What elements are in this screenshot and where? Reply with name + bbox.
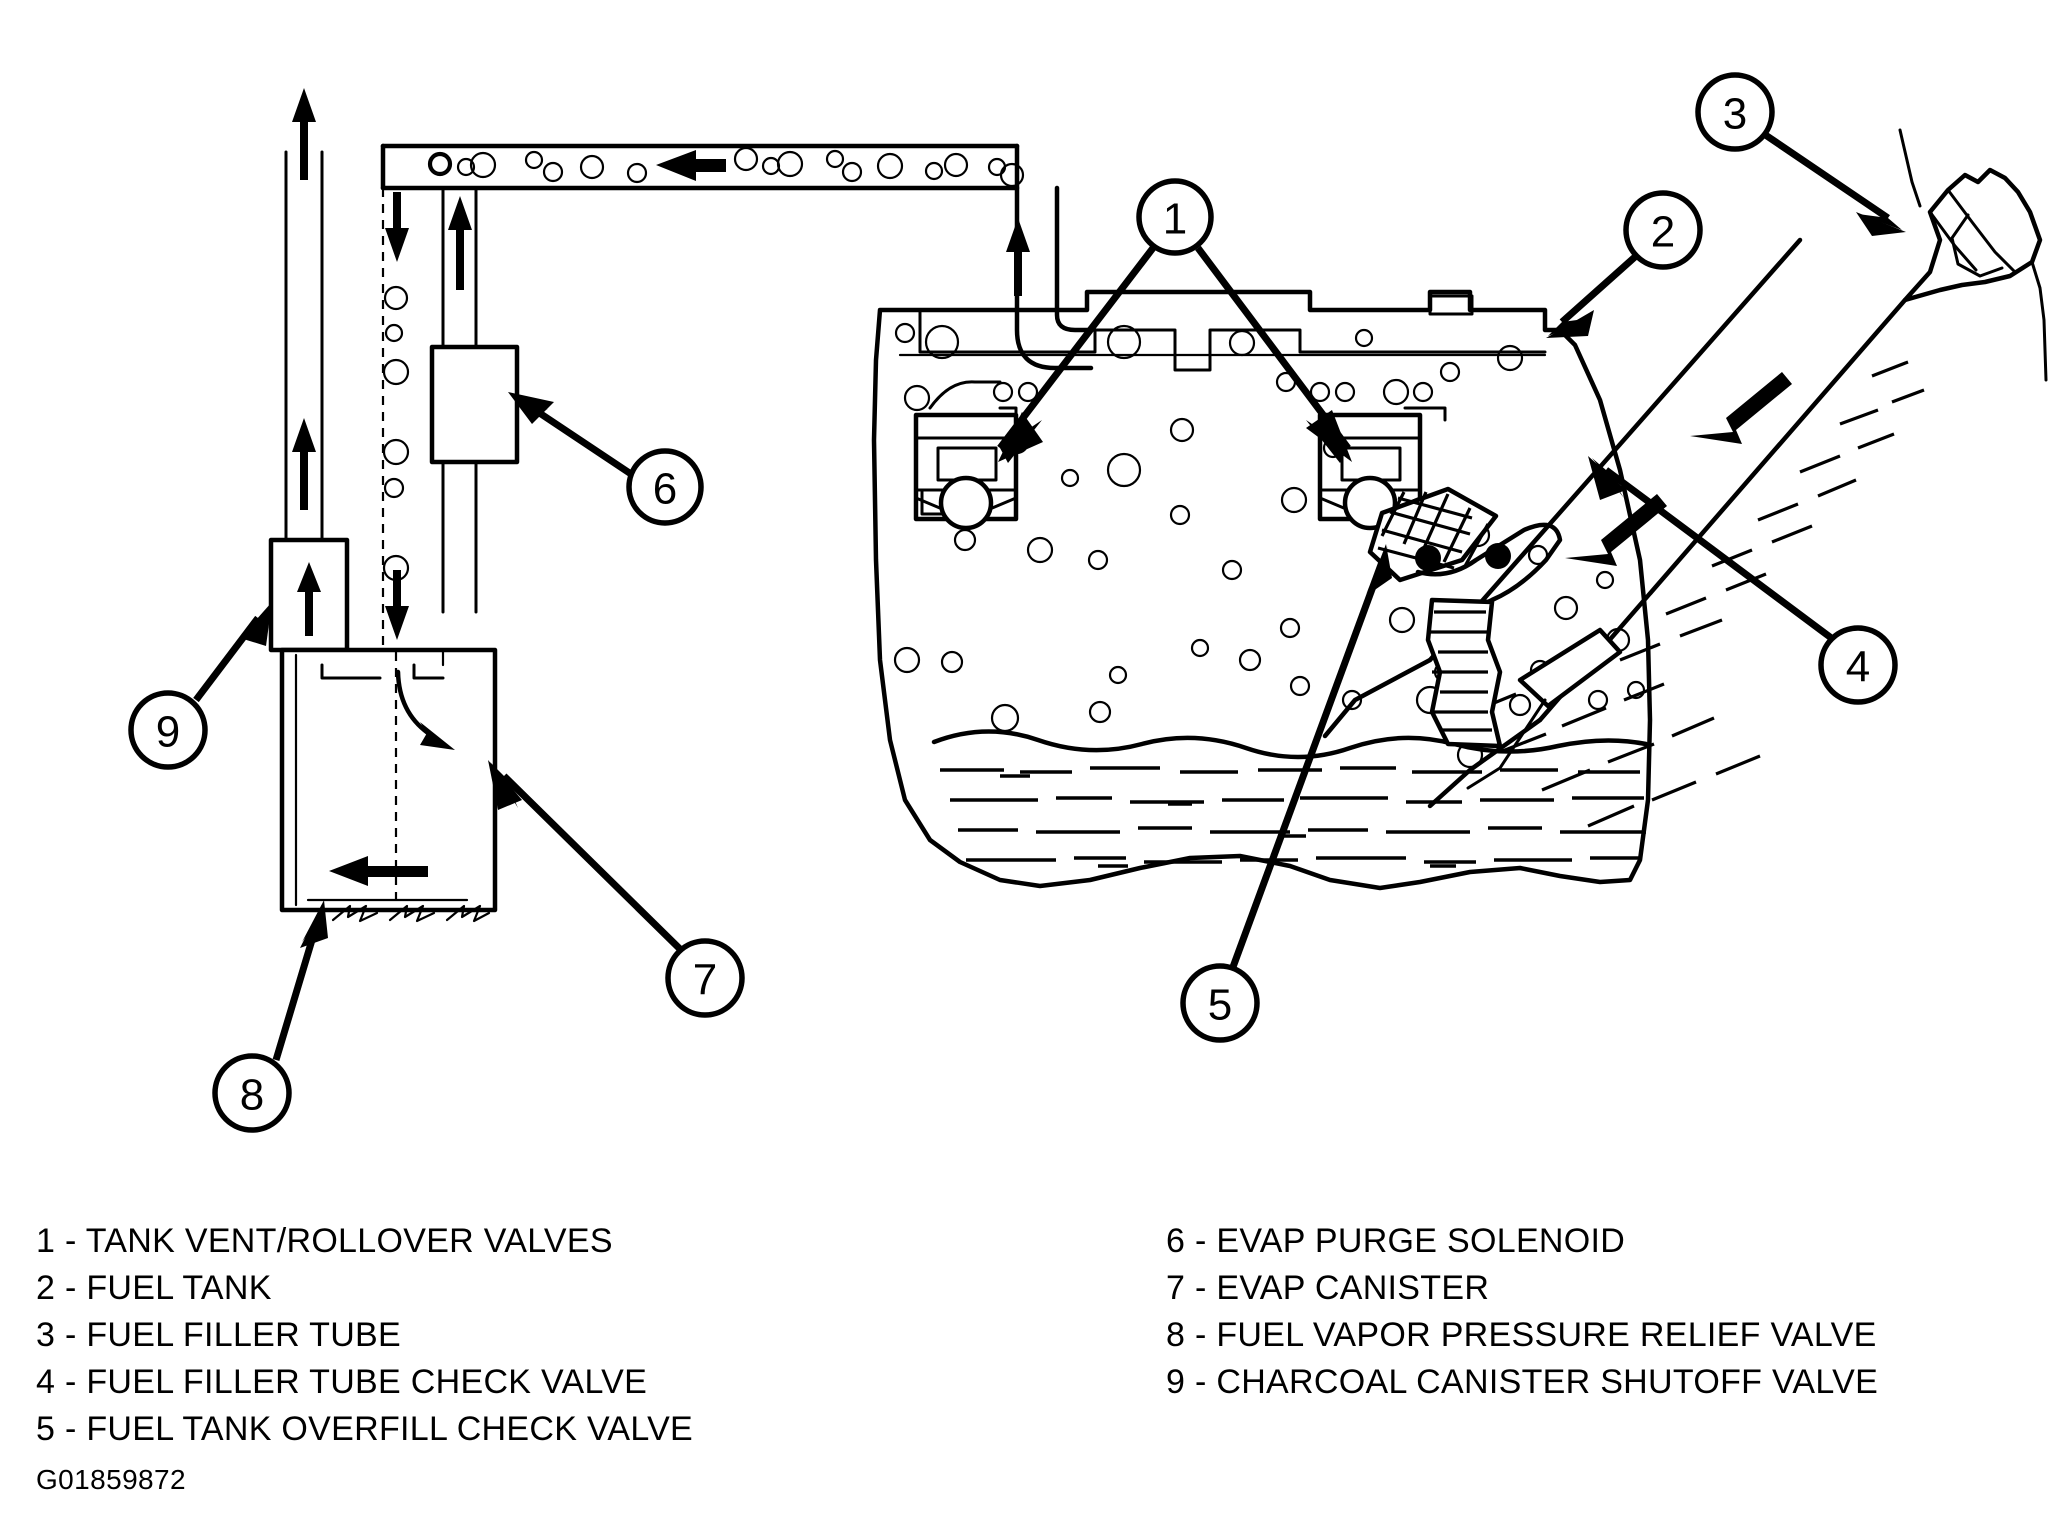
callout-number: 7 xyxy=(693,956,717,1005)
legend-separator: - xyxy=(64,1410,87,1448)
legend-label: FUEL TANK xyxy=(86,1269,272,1307)
callout-bubbles: 1 2 3 4 5 6 7 8 xyxy=(128,72,1898,1133)
callout-bubble-9[interactable]: 9 xyxy=(128,690,208,770)
callout-bubble-2[interactable]: 2 xyxy=(1623,190,1703,270)
callout-bubble-4[interactable]: 4 xyxy=(1818,625,1898,705)
legend-label: EVAP PURGE SOLENOID xyxy=(1216,1222,1626,1260)
legend-separator: - xyxy=(64,1269,87,1307)
evap-purge-solenoid xyxy=(429,344,520,465)
legend-item: 9 - CHARCOAL CANISTER SHUTOFF VALVE xyxy=(1166,1359,1878,1406)
callout-number: 1 xyxy=(1163,195,1187,244)
callout-bubble-8[interactable]: 8 xyxy=(212,1053,292,1133)
flow-arrow-down-filler-2 xyxy=(1565,494,1667,566)
legend-number: 3 xyxy=(36,1316,56,1354)
purge-line xyxy=(441,188,478,614)
leader-arrowheads xyxy=(240,212,1906,948)
vapor-line-top xyxy=(380,143,1025,191)
charcoal-canister-shutoff-valve xyxy=(268,537,350,653)
flow-arrow-up xyxy=(292,88,316,180)
legend-item: 4 - FUEL FILLER TUBE CHECK VALVE xyxy=(36,1359,693,1406)
tank-vapor-drop-line xyxy=(1006,143,1094,371)
callout-number: 5 xyxy=(1208,981,1232,1030)
callout-number: 3 xyxy=(1723,90,1747,139)
legend-number: 9 xyxy=(1166,1363,1186,1401)
flow-arrow-up xyxy=(292,418,316,510)
evap-canister xyxy=(279,647,498,923)
legend-number: 7 xyxy=(1166,1269,1186,1307)
fuel-vapor-pressure-relief-valve xyxy=(306,898,491,923)
vapor-bubbles-top xyxy=(427,146,1025,188)
evap-canister-assembly xyxy=(268,88,1025,923)
filler-tube-fuel-hatch xyxy=(1471,360,1925,828)
legend-right-column: 6 - EVAP PURGE SOLENOID 7 - EVAP CANISTE… xyxy=(1166,1218,1878,1406)
flow-arrow-up xyxy=(297,562,321,636)
callout-bubble-7[interactable]: 7 xyxy=(665,938,745,1018)
legend-separator: - xyxy=(64,1363,87,1401)
legend-label: FUEL VAPOR PRESSURE RELIEF VALVE xyxy=(1216,1316,1877,1354)
fuel-tank xyxy=(871,289,1653,891)
callout-number: 8 xyxy=(240,1071,264,1120)
legend-label: FUEL TANK OVERFILL CHECK VALVE xyxy=(86,1410,694,1448)
callout-bubble-6[interactable]: 6 xyxy=(626,448,704,526)
legend-left-column: 1 - TANK VENT/ROLLOVER VALVES 2 - FUEL T… xyxy=(36,1218,693,1453)
legend-item: 8 - FUEL VAPOR PRESSURE RELIEF VALVE xyxy=(1166,1312,1878,1359)
legend-label: FUEL FILLER TUBE xyxy=(86,1316,402,1354)
tank-vent-rollover-valve-left xyxy=(913,380,1039,531)
legend-item: 1 - TANK VENT/ROLLOVER VALVES xyxy=(36,1218,693,1265)
legend-separator: - xyxy=(64,1222,86,1260)
flow-arrow-down xyxy=(385,570,409,640)
legend-item: 5 - FUEL TANK OVERFILL CHECK VALVE xyxy=(36,1406,693,1453)
fuel-filler-tube-check-valve xyxy=(1466,627,1623,790)
legend-separator: - xyxy=(1194,1316,1217,1354)
callout-number: 2 xyxy=(1651,208,1675,257)
callout-number: 4 xyxy=(1846,643,1870,692)
legend-number: 4 xyxy=(36,1363,56,1401)
legend-number: 2 xyxy=(36,1269,56,1307)
callout-bubble-5[interactable]: 5 xyxy=(1180,963,1260,1043)
legend-item: 3 - FUEL FILLER TUBE xyxy=(36,1312,693,1359)
legend-number: 1 xyxy=(36,1222,56,1260)
flow-arrow-left xyxy=(656,150,726,181)
callout-bubble-3[interactable]: 3 xyxy=(1695,72,1775,152)
callout-number: 6 xyxy=(653,465,677,514)
legend-label: TANK VENT/ROLLOVER VALVES xyxy=(85,1222,613,1260)
fuel-tank-assembly xyxy=(871,128,2048,891)
legend-number: 8 xyxy=(1166,1316,1186,1354)
legend-label: CHARCOAL CANISTER SHUTOFF VALVE xyxy=(1216,1363,1879,1401)
callout-bubble-1[interactable]: 1 xyxy=(1136,178,1214,256)
flow-arrow-down-filler xyxy=(1690,372,1792,444)
legend-separator: - xyxy=(1194,1269,1217,1307)
legend-label: FUEL FILLER TUBE CHECK VALVE xyxy=(86,1363,648,1401)
flow-arrow-up xyxy=(1006,218,1030,296)
figure-id-code: G01859872 xyxy=(36,1464,186,1495)
legend-separator: - xyxy=(64,1316,87,1354)
flow-arrow-left xyxy=(329,856,428,886)
fuel-level xyxy=(931,729,1649,868)
legend-separator: - xyxy=(1194,1363,1217,1401)
fuel-tank-overfill-check-valve xyxy=(1367,486,1563,749)
filler-neck-cap xyxy=(1898,128,2048,382)
flow-arrow-curved xyxy=(420,722,455,750)
legend-number: 5 xyxy=(36,1410,56,1448)
legend-item: 2 - FUEL TANK xyxy=(36,1265,693,1312)
legend-number: 6 xyxy=(1166,1222,1186,1260)
callout-number: 9 xyxy=(156,708,180,757)
flow-arrow-down xyxy=(385,192,409,262)
vent-column-bubbles xyxy=(381,188,410,690)
fuel-filler-tube xyxy=(1322,128,2048,828)
legend-label: EVAP CANISTER xyxy=(1216,1269,1490,1307)
legend-item: 7 - EVAP CANISTER xyxy=(1166,1265,1878,1312)
legend-item: 6 - EVAP PURGE SOLENOID xyxy=(1166,1218,1878,1265)
flow-arrow-up xyxy=(448,196,472,290)
legend-separator: - xyxy=(1194,1222,1217,1260)
